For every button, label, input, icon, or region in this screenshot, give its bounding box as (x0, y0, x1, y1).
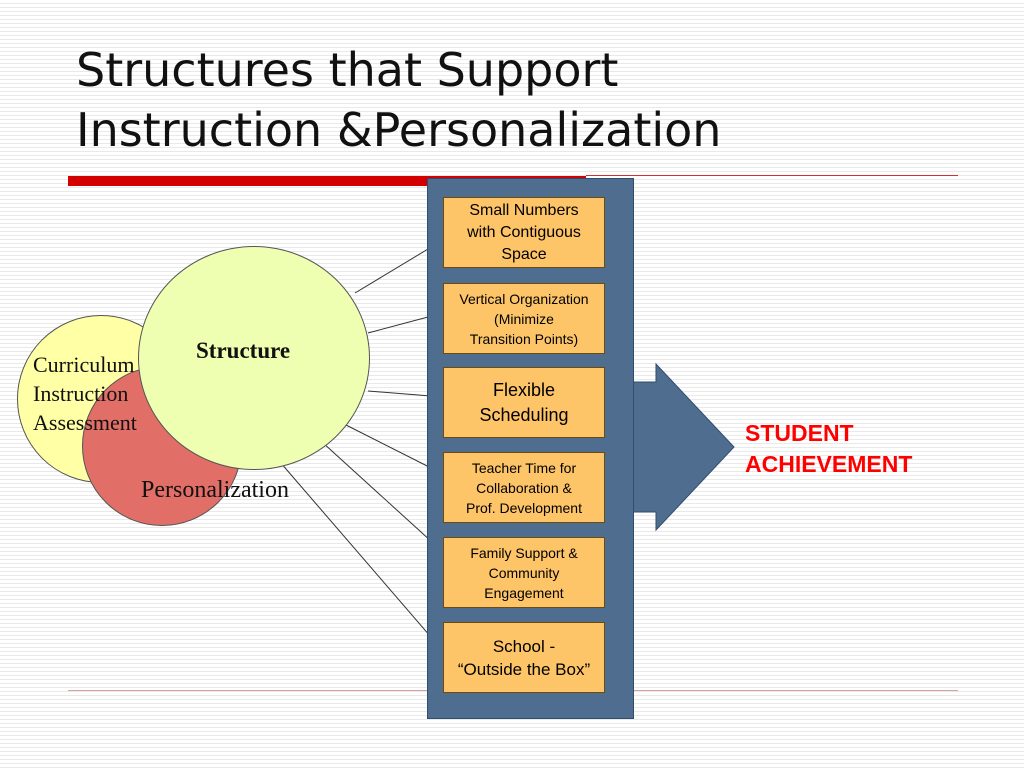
assessment-label-line: Assessment (33, 410, 137, 435)
box-text-line: School - (492, 636, 556, 656)
connector-line-6 (279, 461, 444, 652)
outcome-line-1: STUDENT (745, 420, 854, 446)
box-text-line: Community (488, 564, 560, 581)
connector-line-5 (321, 441, 444, 553)
box-text-line: Flexible (492, 379, 556, 400)
curriculum-label-line: Curriculum (33, 352, 135, 377)
connector-line-4 (345, 424, 444, 475)
student-achievement-label: STUDENT ACHIEVEMENT (745, 418, 912, 480)
structure-box-vertical-organization: Vertical Organization (Minimize Transiti… (443, 283, 605, 354)
curriculum-label: Curriculum Instruction Assessment (33, 350, 137, 437)
outcome-line-2: ACHIEVEMENT (745, 451, 913, 477)
box-text-line: Space (501, 245, 547, 263)
box-text-line: “Outside the Box” (457, 659, 591, 679)
structure-box-outside-the-box: School - “Outside the Box” (443, 622, 605, 693)
box-text-line: with Contiguous (467, 223, 581, 241)
box-text-line: Family Support & (470, 544, 578, 561)
title-underline-thin (586, 175, 958, 176)
box-text-line: Transition Points) (469, 330, 579, 347)
structure-box-teacher-time: Teacher Time for Collaboration & Prof. D… (443, 452, 605, 523)
personalization-label: Personalization (141, 477, 289, 503)
box-text-line: Collaboration & (476, 479, 572, 496)
slide-title-line-2: Instruction &Personalization (76, 103, 722, 157)
box-text-line: Engagement (484, 584, 564, 601)
slide-title: Structures that Support Instruction &Per… (76, 40, 721, 160)
structure-box-small-numbers: Small Numbers with Contiguous Space (443, 197, 605, 268)
box-text-line: Prof. Development (466, 499, 582, 516)
structure-label: Structure (196, 338, 291, 363)
structure-box-flexible-scheduling: Flexible Scheduling (443, 367, 605, 438)
box-text-line: Vertical Organization (459, 290, 589, 307)
structure-box-family-support: Family Support & Community Engagement (443, 537, 605, 608)
structure-circle (138, 246, 370, 470)
box-text-line: Scheduling (479, 404, 569, 425)
box-text-line: Teacher Time for (471, 459, 577, 476)
instruction-label-line: Instruction (33, 381, 129, 406)
box-text-line: (Minimize (494, 310, 554, 327)
slide-title-line-1: Structures that Support (76, 43, 619, 97)
title-underline-red (68, 176, 586, 186)
box-text-line: Small Numbers (469, 201, 579, 219)
